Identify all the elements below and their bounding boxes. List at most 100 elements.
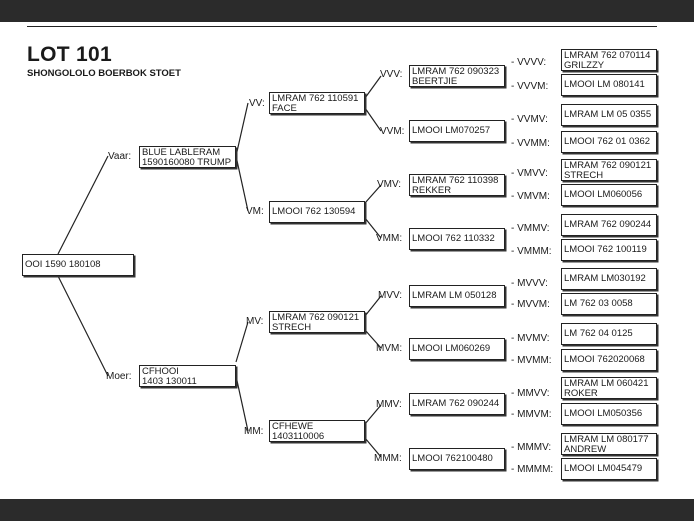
vmmv-label: - VMMV:	[511, 223, 550, 234]
mmv-line1: LMRAM 762 090244	[412, 398, 500, 409]
mvvm-line1: LM 762 03 0058	[564, 298, 633, 309]
vvmv-box: LMRAM LM 05 0355	[561, 104, 657, 126]
mmvv-line2: ROKER	[564, 388, 598, 399]
mmmv-box: LMRAM LM 080177 ANDREW	[561, 433, 657, 455]
vmvv-line2: STRECH	[564, 170, 604, 181]
mmvv-label: - MMVV:	[511, 388, 550, 399]
connector	[364, 75, 382, 99]
vmmm-line1: LMOOI 762 100119	[564, 244, 647, 255]
moer-line1: CFHOOI	[142, 366, 179, 377]
mv-box: LMRAM 762 090121 STRECH	[269, 311, 365, 333]
moer-box: CFHOOI 1403 130011	[139, 365, 236, 387]
connector	[235, 155, 249, 212]
connector	[57, 155, 109, 255]
mmm-box: LMOOI 762100480	[409, 448, 505, 470]
vmmm-box: LMOOI 762 100119	[561, 239, 657, 261]
lot-subtitle: SHONGOLOLO BOERBOK STOET	[27, 68, 181, 79]
mv-line1: LMRAM 762 090121	[272, 312, 360, 323]
connector	[57, 275, 109, 377]
connector	[364, 295, 382, 317]
vmmm-label: - VMMM:	[511, 246, 552, 257]
vv-line2: FACE	[272, 103, 297, 114]
mmmv-label: - MMMV:	[511, 442, 552, 453]
connector	[364, 404, 382, 425]
mv-line2: STRECH	[272, 322, 312, 333]
connector	[364, 107, 382, 132]
moer-line2: 1403 130011	[142, 376, 197, 387]
connector	[364, 437, 382, 458]
vvv-line1: LMRAM 762 090323	[412, 66, 500, 77]
mmv-label: MMV:	[376, 399, 402, 410]
connector	[235, 321, 249, 363]
mm-box: CFHEWE 1403110006	[269, 420, 365, 442]
mvmv-box: LM 762 04 0125	[561, 323, 657, 345]
header-rule	[27, 26, 657, 27]
vaar-line2: 1590160080 TRUMP	[142, 157, 232, 168]
vv-line1: LMRAM 762 110591	[272, 93, 359, 104]
mvv-box: LMRAM LM 050128	[409, 285, 505, 307]
mvm-label: MVM:	[376, 343, 403, 354]
mmm-label: MMM:	[374, 453, 402, 464]
vmv-box: LMRAM 762 110398 REKKER	[409, 174, 505, 196]
mvmv-label: - MVMV:	[511, 333, 550, 344]
mmmm-box: LMOOI LM045479	[561, 458, 657, 480]
vvv-label: VVV:	[380, 69, 403, 80]
connector	[235, 375, 249, 432]
mmvv-line1: LMRAM LM 060421	[564, 378, 649, 389]
mmvm-line1: LMOOI LM050356	[564, 408, 643, 419]
connector	[364, 329, 382, 349]
vv-box: LMRAM 762 110591 FACE	[269, 92, 365, 114]
mvmm-label: - MVMM:	[511, 355, 552, 366]
vvmv-line1: LMRAM LM 05 0355	[564, 109, 652, 120]
mmmm-label: - MMMM:	[511, 464, 554, 475]
lot-title: LOT 101	[27, 43, 112, 66]
mvv-label: MVV:	[378, 290, 403, 301]
mvvv-label: - MVVV:	[511, 278, 548, 289]
vaar-label: Vaar:	[108, 151, 132, 162]
vvvm-line1: LMOOI LM 080141	[564, 79, 645, 90]
vaar-line1: BLUE LABLERAM	[142, 147, 221, 158]
mmmv-line1: LMRAM LM 080177	[564, 434, 649, 445]
vvm-label: VVM:	[380, 126, 405, 137]
vm-line1: LMOOI 762 130594	[272, 206, 356, 217]
mm-line1: CFHEWE	[272, 421, 314, 432]
vmvv-line1: LMRAM 762 090121	[564, 160, 652, 171]
vvvm-label: - VVVM:	[511, 81, 549, 92]
vaar-box: BLUE LABLERAM 1590160080 TRUMP	[139, 146, 236, 168]
vmvm-line1: LMOOI LM060056	[564, 189, 643, 200]
mm-line2: 1403110006	[272, 431, 325, 442]
vmm-line1: LMOOI 762 110332	[412, 233, 495, 244]
mvm-line1: LMOOI LM060269	[412, 343, 491, 354]
mvvm-label: - MVVM:	[511, 299, 550, 310]
mmmm-line1: LMOOI LM045479	[564, 463, 643, 474]
connector	[235, 102, 249, 157]
subject-box: OOI 1590 180108	[22, 254, 134, 276]
vvvm-box: LMOOI LM 080141	[561, 74, 657, 96]
vmvm-box: LMOOI LM060056	[561, 184, 657, 206]
vvvv-box: LMRAM 762 070114 GRILZZY	[561, 49, 657, 71]
vvmm-line1: LMOOI 762 01 0362	[564, 136, 651, 147]
mmvm-label: - MMVM:	[511, 409, 552, 420]
vvvv-label: - VVVV:	[511, 57, 547, 68]
vmmv-box: LMRAM 762 090244	[561, 214, 657, 236]
vvvv-line2: GRILZZY	[564, 60, 605, 71]
vvvv-line1: LMRAM 762 070114	[564, 50, 651, 61]
vvm-box: LMOOI LM070257	[409, 120, 505, 142]
mvvv-line1: LMRAM LM030192	[564, 273, 646, 284]
mmm-line1: LMOOI 762100480	[412, 453, 493, 464]
connector	[364, 184, 382, 204]
vvv-line2: BEERTJIE	[412, 76, 458, 87]
top-bar	[0, 0, 694, 22]
mvmm-line1: LMOOI 762020068	[564, 354, 645, 365]
mmvv-box: LMRAM LM 060421 ROKER	[561, 377, 657, 399]
vm-box: LMOOI 762 130594	[269, 201, 365, 223]
moer-label: Moer:	[106, 371, 132, 382]
vmvv-label: - VMVV:	[511, 168, 548, 179]
mmv-box: LMRAM 762 090244	[409, 393, 505, 415]
vmvm-label: - VMVM:	[511, 191, 550, 202]
vmvv-box: LMRAM 762 090121 STRECH	[561, 159, 657, 181]
connector	[364, 217, 382, 239]
vmmv-line1: LMRAM 762 090244	[564, 219, 652, 230]
vvv-box: LMRAM 762 090323 BEERTJIE	[409, 65, 505, 87]
